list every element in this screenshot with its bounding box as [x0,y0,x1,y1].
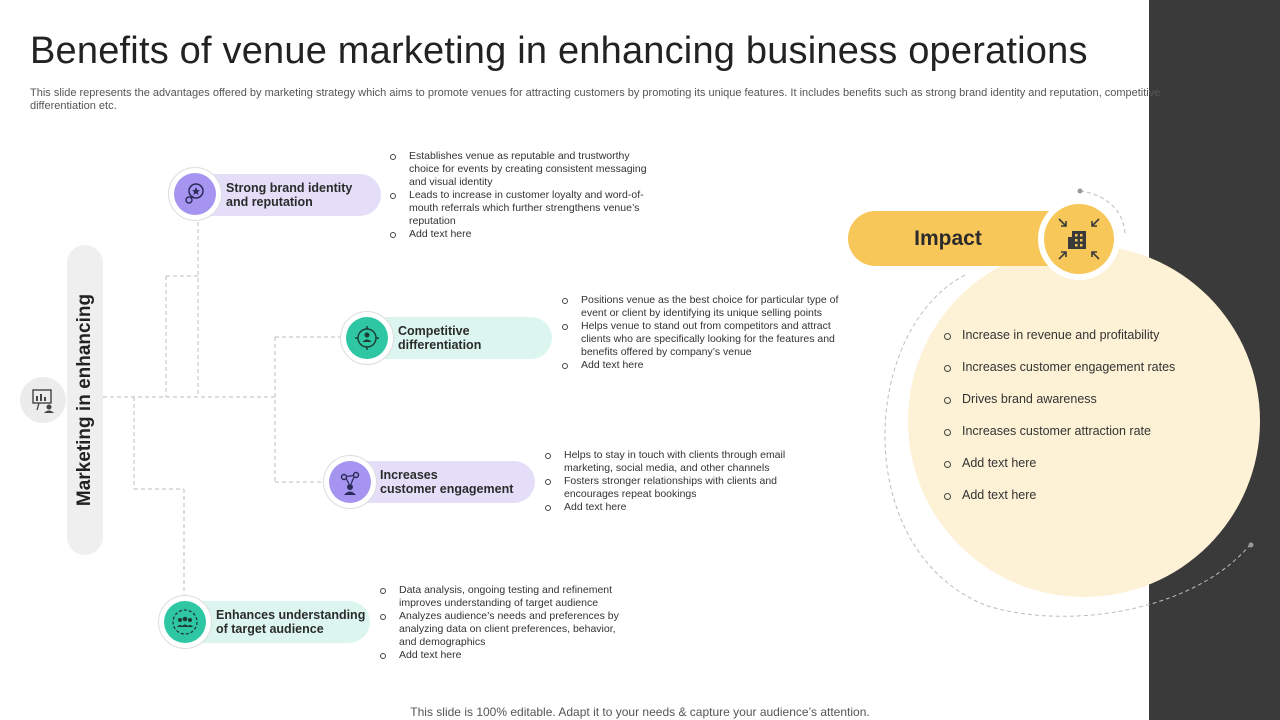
benefit-label-line1: Strong brand identity [226,181,353,195]
benefit-bullets: Data analysis, ongoing testing and refin… [380,584,635,662]
impact-item: Drives brand awareness [944,392,1175,424]
bullet-item: Helps venue to stand out from competitor… [562,320,847,359]
impact-icon-bg [1044,204,1114,274]
benefit-label-line2: customer engagement [380,482,514,496]
benefit-icon-bg [174,173,216,215]
bullet-item: Data analysis, ongoing testing and refin… [380,584,635,610]
slide-subtitle: This slide represents the advantages off… [30,87,1161,112]
impact-circle [908,245,1260,597]
bullet-item: Add text here [380,649,635,662]
benefit-label-line2: and reputation [226,195,313,209]
bullet-item: Add text here [545,501,800,514]
benefit-icon-ring [323,455,377,509]
impact-list: Increase in revenue and profitability In… [944,328,1175,520]
benefit-icon-ring [340,311,394,365]
benefit-icon-bg [346,317,388,359]
impact-item: Add text here [944,456,1175,488]
people-network-icon [340,471,360,495]
bullet-item: Leads to increase in customer loyalty an… [390,189,660,228]
benefit-label-line2: of target audience [216,622,324,636]
benefit-icon-bg [164,601,206,643]
slide-footer: This slide is 100% editable. Adapt it to… [410,705,870,719]
benefit-bullets: Establishes venue as reputable and trust… [390,150,660,241]
brand-medal-icon [185,183,204,204]
impact-item: Increases customer engagement rates [944,360,1175,392]
impact-icon-ring [1038,198,1120,280]
benefit-icon-bg [329,461,371,503]
benefit-label-line1: Increases [380,468,438,482]
bullet-item: Analyzes audience’s needs and preference… [380,610,635,649]
bullet-item: Helps to stay in touch with clients thro… [545,449,800,475]
presentation-board-icon [32,389,54,413]
slide-title: Benefits of venue marketing in enhancing… [30,30,1088,72]
side-label-pill [67,245,103,555]
impact-item: Add text here [944,488,1175,520]
benefit-icon-ring [168,167,222,221]
target-person-icon [355,326,379,350]
impact-item: Increases customer attraction rate [944,424,1175,456]
building-arrows-icon [1058,218,1100,260]
benefit-icon-ring [158,595,212,649]
bullet-item: Add text here [562,359,847,372]
benefit-bullets: Helps to stay in touch with clients thro… [545,449,800,514]
benefit-label-line1: Enhances understanding [216,608,366,622]
bullet-item: Add text here [390,228,660,241]
impact-label: Impact [914,226,982,250]
hub-circle [20,377,66,423]
audience-group-icon [172,609,198,635]
benefit-bullets: Positions venue as the best choice for p… [562,294,847,372]
bullet-item: Fosters stronger relationships with clie… [545,475,800,501]
side-label-text: Marketing in enhancing [74,293,95,507]
benefit-label-pill: Strong brand identity and reputation [190,174,381,216]
impact-item: Increase in revenue and profitability [944,328,1175,360]
bullet-item: Establishes venue as reputable and trust… [390,150,660,189]
benefit-label-line2: differentiation [398,338,482,352]
benefit-label-line1: Competitive [398,324,470,338]
bullet-item: Positions venue as the best choice for p… [562,294,847,320]
